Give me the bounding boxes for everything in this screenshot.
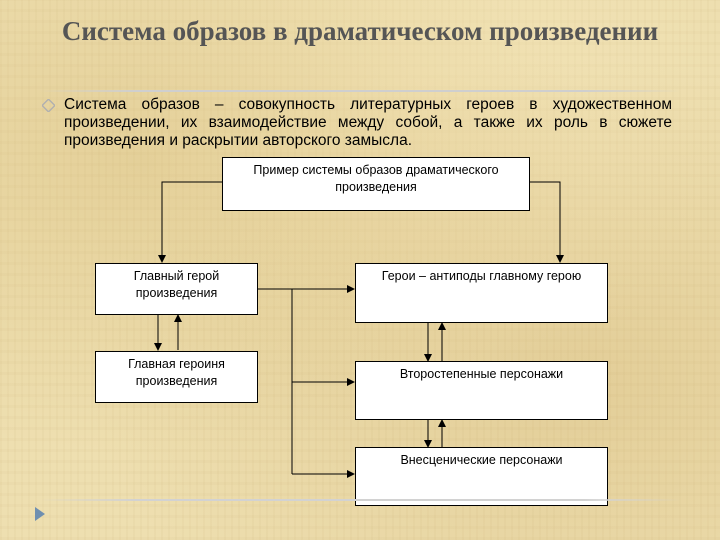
node-main-heroine: Главная героиня произведения (95, 351, 258, 403)
slide-title: Система образов в драматическом произвед… (61, 16, 659, 46)
node-root: Пример системы образов драматического пр… (222, 157, 530, 211)
node-secondary: Второстепенные персонажи (355, 361, 608, 420)
definition-text: Система образов – совокупность литератур… (64, 96, 672, 149)
node-antipodes: Герои – антиподы главному герою (355, 263, 608, 323)
node-offstage: Внесценические персонажи (355, 447, 608, 506)
connector-root-antipodes (530, 181, 564, 263)
footer-divider (40, 499, 680, 501)
diamond-bullet-icon (42, 99, 55, 112)
node-main-hero: Главный герой произведения (95, 263, 258, 315)
connector-root-main-hero (158, 181, 223, 263)
title-divider (40, 90, 680, 92)
nav-arrow-icon[interactable] (33, 506, 47, 522)
